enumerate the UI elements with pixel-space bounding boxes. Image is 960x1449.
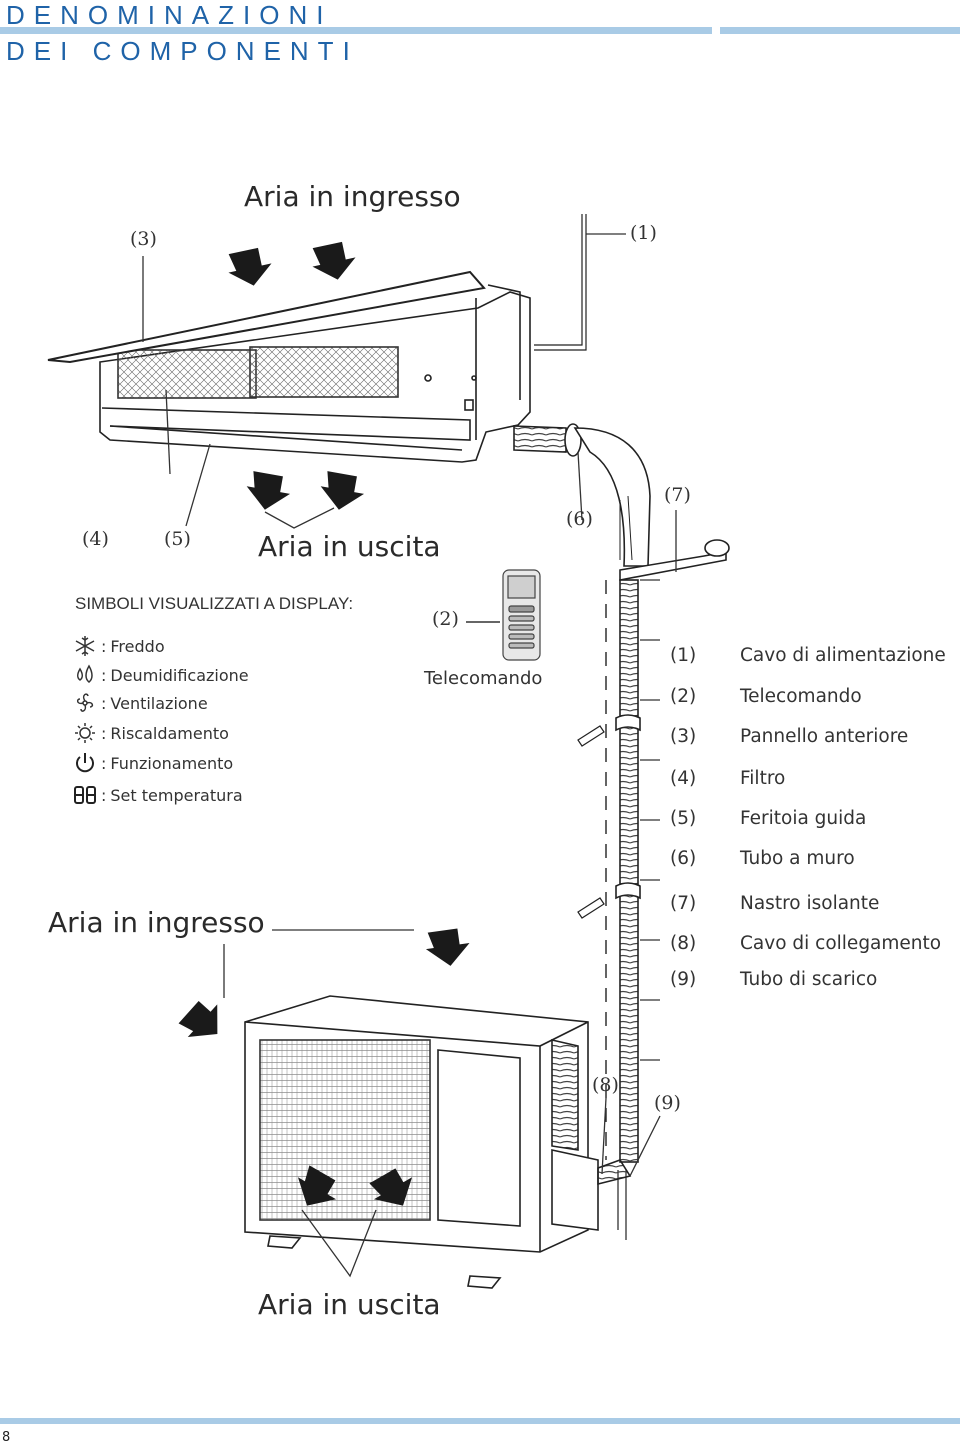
drops-icon: [77, 664, 93, 683]
symbol-separator: :: [101, 665, 107, 685]
header-rule: [0, 27, 712, 34]
symbol-row-fan: : Ventilazione: [73, 691, 208, 715]
arrow-out-top-1: [246, 471, 291, 510]
callout-2: (2): [432, 608, 459, 630]
page-number: 8: [2, 1430, 11, 1445]
arrow-in-top-1: [228, 247, 272, 286]
callout-4: (4): [82, 528, 109, 550]
callout-3: (3): [130, 228, 157, 250]
legend-item-9: (9)Tubo di scarico: [670, 969, 878, 990]
legend-item-3: (3)Pannello anteriore: [670, 726, 909, 747]
air-out-top-label: Aria in uscita: [258, 530, 441, 563]
legend-item-1: (1)Cavo di alimentazione: [670, 645, 946, 666]
legend-item-6: (6)Tubo a muro: [670, 848, 855, 869]
arrow-out-top-2: [320, 471, 365, 510]
symbol-row-cool: : Freddo: [73, 634, 165, 658]
snowflake-icon: [75, 636, 95, 656]
legend-item-2: (2)Telecomando: [670, 686, 862, 707]
footer-rule: [0, 1418, 960, 1424]
outdoor-unit: [244, 995, 632, 1289]
symbol-label-fan: Ventilazione: [110, 693, 208, 713]
symbol-separator: :: [101, 723, 107, 743]
symbol-row-heat: : Riscaldamento: [73, 721, 229, 745]
symbol-separator: :: [101, 785, 107, 805]
page-title-line2: DEI COMPONENTI: [6, 36, 359, 66]
symbol-label-heat: Riscaldamento: [110, 723, 229, 743]
indoor-unit: [47, 214, 730, 581]
symbol-label-cool: Freddo: [110, 636, 165, 656]
callout-1: (1): [630, 222, 657, 244]
arrow-in-top-2: [312, 241, 356, 280]
symbol-row-power: : Funzionamento: [73, 751, 233, 775]
screw-icon: [577, 725, 605, 919]
arrow-in-bottom-1: [425, 928, 470, 966]
air-in-bottom-label: Aria in ingresso: [48, 906, 265, 939]
air-arrows: [178, 241, 470, 1206]
arrow-out-bottom-2: [369, 1168, 413, 1206]
header-rule-right: [720, 27, 960, 34]
callout-7: (7): [664, 484, 691, 506]
symbol-label-dry: Deumidificazione: [110, 665, 249, 685]
arrow-in-bottom-2: [178, 1001, 218, 1038]
legend-item-5: (5)Feritoia guida: [670, 808, 867, 829]
wall-pipe: [615, 579, 641, 1240]
fan-icon: [76, 693, 94, 712]
callout-6: (6): [566, 508, 593, 530]
arrow-out-bottom-1: [297, 1165, 337, 1206]
air-out-bottom-label: Aria in uscita: [258, 1288, 441, 1321]
callout-8: (8): [592, 1074, 619, 1096]
wall-ticks: [640, 579, 660, 1061]
remote-control-icon: [502, 569, 541, 661]
symbol-separator: :: [101, 753, 107, 773]
callout-9: (9): [654, 1092, 681, 1114]
symbol-label-power: Funzionamento: [110, 753, 234, 773]
symbol-row-dry: : Deumidificazione: [73, 663, 249, 687]
power-icon: [76, 753, 94, 773]
page-title-line1: DENOMINAZIONI: [6, 0, 333, 30]
legend-item-7: (7)Nastro isolante: [670, 893, 880, 914]
symbol-separator: :: [101, 636, 107, 656]
display-symbols-heading: SIMBOLI VISUALIZZATI A DISPLAY:: [75, 594, 354, 613]
leader-lines: [142, 233, 677, 1278]
legend-item-4: (4)Filtro: [670, 768, 786, 789]
air-in-top-label: Aria in ingresso: [244, 180, 461, 213]
digits-icon: [74, 786, 96, 804]
legend-item-8: (8)Cavo di collegamento: [670, 933, 942, 954]
symbol-row-temp: : Set temperatura: [73, 783, 243, 807]
remote-label: Telecomando: [424, 668, 543, 689]
callout-5: (5): [164, 528, 191, 550]
symbol-separator: :: [101, 693, 107, 713]
symbol-label-temp: Set temperatura: [110, 785, 243, 805]
sun-icon: [75, 723, 95, 743]
